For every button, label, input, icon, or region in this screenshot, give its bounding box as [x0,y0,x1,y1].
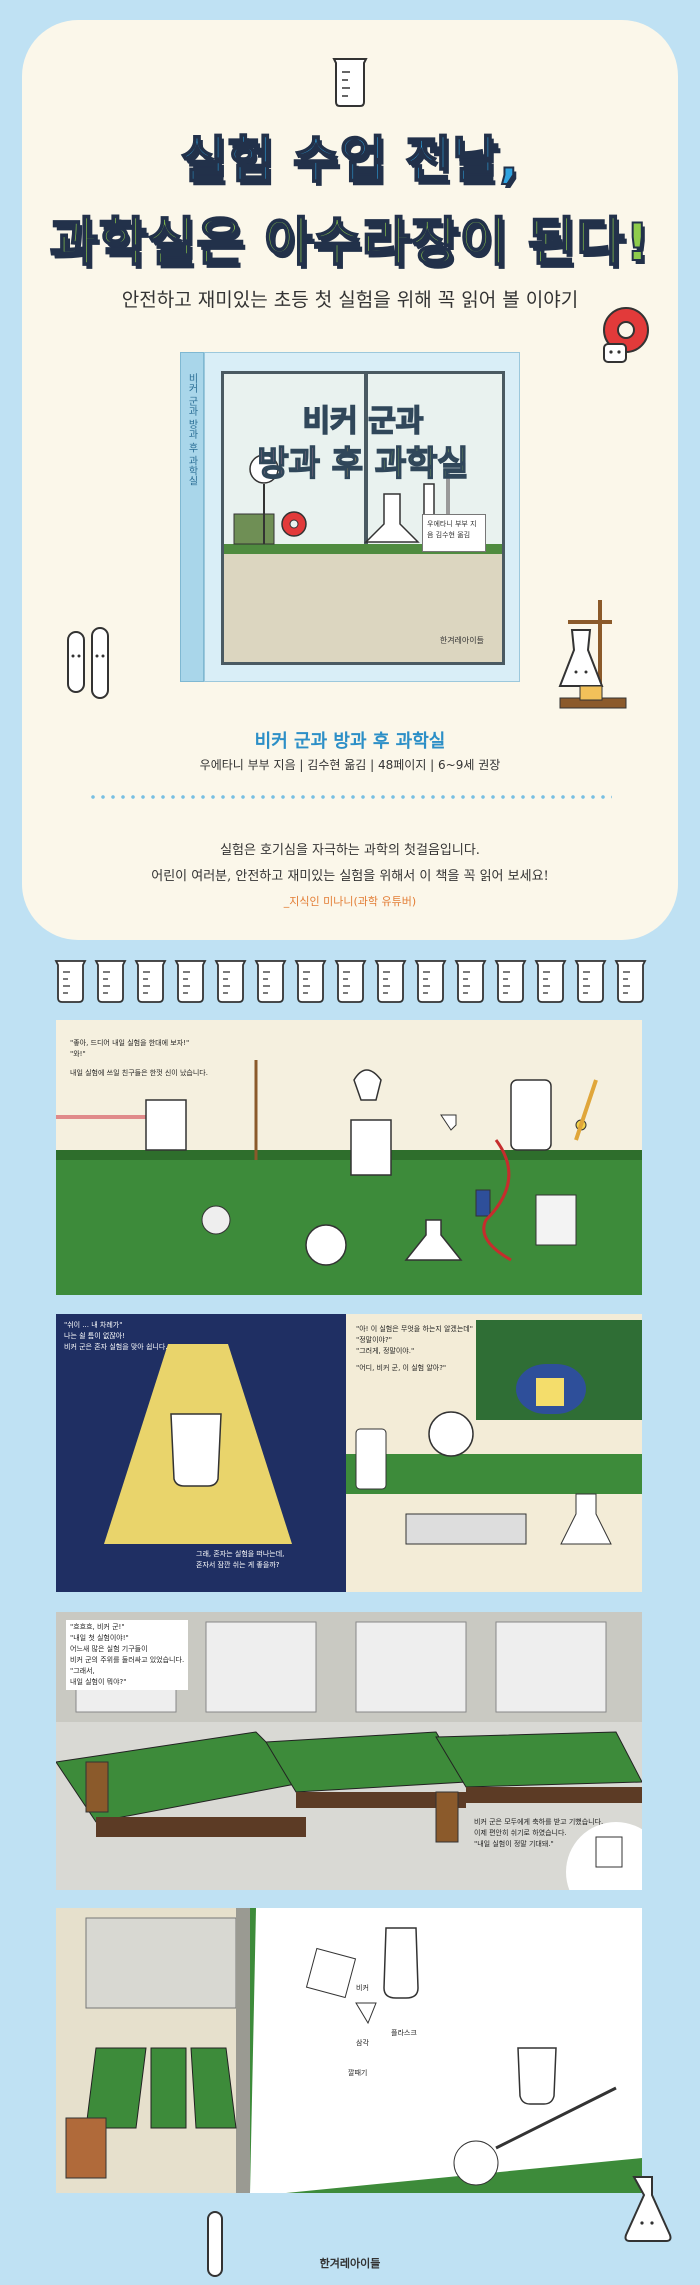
beaker-icon [374,960,407,1003]
panel2-left-line1: "쉬이 ... 내 차례가" [64,1321,123,1329]
panel3-line4: 비커 군의 주위를 둘러싸고 있었습니다. [70,1656,185,1664]
book-front: 비커 군과 방과 후 과학실 우에타니 부부 지음 김수현 옮김 한겨레아이들 [204,352,520,682]
panel2-right-line4: "어디, 비커 군, 이 실험 알아?" [356,1364,447,1372]
quote-author: _지식인 미나니(과학 유튜버) [283,895,417,908]
panel1-line2: "와!" [70,1050,86,1058]
beaker-icon [574,960,607,1003]
panel4-label-beaker: 비커 [356,1984,369,1992]
panel1-line1: "좋아, 드디어 내일 실험을 한대에 보자!" [70,1039,190,1047]
book-cover-title2a: 방과 [257,443,321,485]
publisher-logo: 한겨레아이들 [319,2257,381,2270]
panel2-left-line2: 나는 쉴 틈이 없잖아! [64,1332,126,1340]
headline-line2: 과학실은 아수라장이 된다! [49,212,651,274]
book-cover-illustration: 비커 군과 방과 후 과학실 우에타니 부부 지음 김수현 옮김 한겨레아이들 [221,371,505,665]
panel3-line1: "흐흐흐, 비커 군!" [70,1623,125,1631]
panel2-right-line3: "그러게, 정말이야." [356,1347,415,1355]
beaker-icon [254,960,287,1003]
book-cover-publisher: 한겨레아이들 [439,636,484,645]
book-cover-note: 우에타니 부부 지음 김수현 옮김 [422,514,486,552]
book-cover-title2c: 과학실 [374,443,469,485]
test-tube-icon [67,627,109,699]
book-spine: 비커 군과 방과 후 과학실 [180,352,204,682]
beaker-icon [624,2176,672,2242]
test-tube-icon [207,2211,223,2277]
dotted-divider [88,795,612,799]
panel3-text: "흐흐흐, 비커 군!" "내일 첫 실험이야!" 어느새 많은 실험 기구들이… [66,1620,189,1690]
subtitle: 안전하고 재미있는 초등 첫 실험을 위해 꼭 읽어 볼 이야기 [121,289,579,311]
beaker-icon [294,960,327,1003]
panel2-left-text: "쉬이 ... 내 차례가" 나는 쉴 틈이 없잖아! 비커 군은 혼자 실험을… [64,1320,168,1353]
beaker-icon [614,960,647,1003]
panel1-text: "좋아, 드디어 내일 실험을 한대에 보자!" "와!" 내일 실험에 쓰일 … [70,1038,208,1079]
beaker-icon [174,960,207,1003]
panel2-left-caption: 그래, 혼자는 실험을 떠나는데, 혼자서 잠깐 쉬는 게 좋을까? [196,1549,284,1571]
beaker-icon [54,960,87,1003]
flask-icon [558,600,627,709]
panel2-right-text: "아! 이 실험은 무엇을 하는지 알겠는데" "정말이야?" "그러게, 정말… [356,1324,473,1374]
book-cover-title2b: 후 [331,443,364,485]
story-panel-1: "좋아, 드디어 내일 실험을 한대에 보자!" "와!" 내일 실험에 쓰일 … [56,1020,642,1295]
donut-icon [603,307,649,363]
book-cover-title1: 비커 군과 [302,403,424,440]
story-panel-2: "쉬이 ... 내 차례가" 나는 쉴 틈이 없잖아! 비커 군은 혼자 실험을… [56,1314,642,1592]
panel2-right-line1: "아! 이 실험은 무엇을 하는지 알겠는데" [356,1325,473,1333]
beaker-icon [534,960,567,1003]
panel2-caption-line2: 혼자서 잠깐 쉬는 게 좋을까? [196,1561,280,1569]
beaker-icon [134,960,167,1003]
panel1-illustration [56,1020,642,1295]
quote: 실험은 호기심을 자극하는 과학의 첫걸음입니다. 어린이 여러분, 안전하고 … [0,838,700,890]
beaker-icon [414,960,447,1003]
book-meta: 우에타니 부부 지음 | 김수현 옮김 | 48페이지 | 6~9세 권장 [199,758,501,772]
beaker-icon [454,960,487,1003]
panel2-left-line3: 비커 군은 혼자 실험을 맞아 쉽니다. [64,1343,168,1351]
panel2-right-line2: "정말이야?" [356,1336,392,1344]
lab-window-illustration [224,374,502,662]
book-cover-title2: 방과 후 과학실 [224,436,502,485]
panel3-line2: "내일 첫 실험이야!" [70,1634,129,1642]
story-panel-4: 비커 플라스크 삼각 깔때기 [56,1908,642,2193]
panel3-illustration [56,1612,642,1890]
panel2-illustration [56,1314,642,1592]
headline-line1: 실험 수업 전날, [180,130,520,190]
beaker-icon [94,960,127,1003]
book-spine-text: 비커 군과 방과 후 과학실 [186,373,197,486]
beaker-icon [214,960,247,1003]
beaker-icon [334,960,367,1003]
panel4-label-flask: 플라스크 [391,2029,417,2037]
panel3-caption-line2: 이제 편안히 쉬기로 하였습니다. [474,1829,567,1837]
panel4-illustration [56,1908,642,2193]
book-name: 비커 군과 방과 후 과학실 [254,731,446,752]
beaker-icon [494,960,527,1003]
panel4-label-funnel: 깔때기 [348,2069,368,2077]
panel4-label-triangle: 삼각 [356,2039,369,2047]
panel3-line5: "그래서, [70,1667,95,1675]
panel2-caption-line1: 그래, 혼자는 실험을 떠나는데, [196,1550,285,1558]
panel1-line3: 내일 실험에 쓰일 친구들은 한껏 신이 났습니다. [70,1069,208,1077]
beaker-row [52,958,652,1008]
story-panel-3: "흐흐흐, 비커 군!" "내일 첫 실험이야!" 어느새 많은 실험 기구들이… [56,1612,642,1890]
quote-line2: 어린이 여러분, 안전하고 재미있는 실험을 위해서 이 책을 꼭 읽어 보세요… [151,869,549,884]
panel3-caption-line3: "내일 실험이 정말 기대돼." [474,1840,554,1848]
quote-line1: 실험은 호기심을 자극하는 과학의 첫걸음입니다. [220,843,480,858]
beaker-icon [332,58,368,107]
panel3-line3: 어느새 많은 실험 기구들이 [70,1645,148,1653]
panel3-line6: 내일 실험이 뭐야?" [70,1678,127,1686]
panel3-caption-line1: 비커 군은 모두에게 축하를 받고 기뻤습니다. [474,1818,604,1826]
panel3-caption: 비커 군은 모두에게 축하를 받고 기뻤습니다. 이제 편안히 쉬기로 하였습니… [474,1817,603,1850]
book-cover: 비커 군과 방과 후 과학실 비커 군과 방과 후 과학실 [180,352,520,682]
